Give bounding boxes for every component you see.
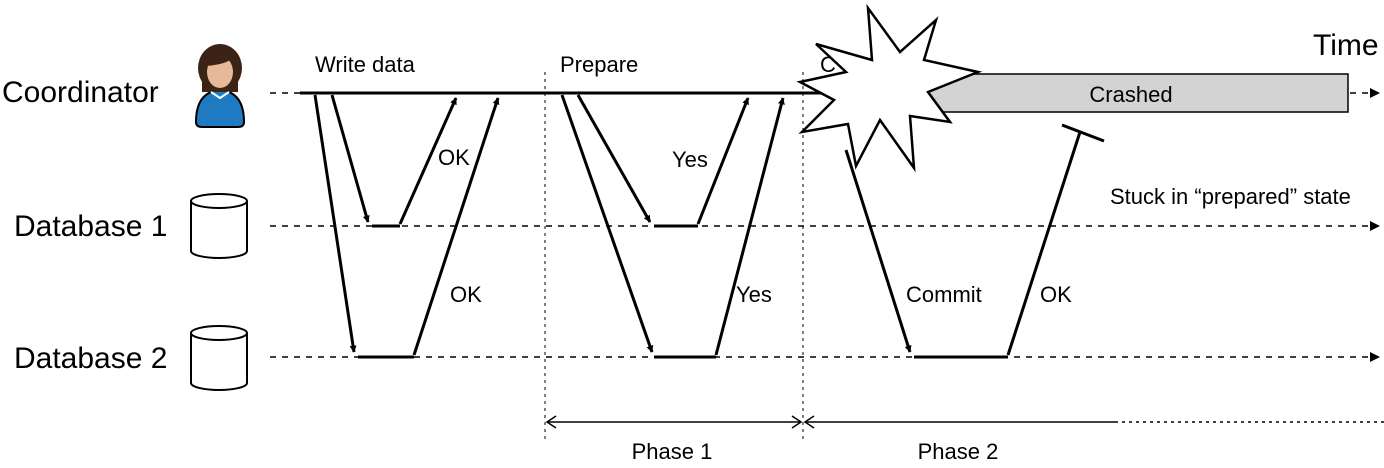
phase1-label: Phase 1 — [632, 439, 713, 464]
explosion-starburst-icon — [796, 3, 983, 173]
ok-from-db2-arrow — [412, 97, 500, 356]
yes-db1-label: Yes — [672, 147, 708, 172]
database2-label: Database 2 — [14, 342, 167, 375]
database-cylinder-icon — [190, 325, 248, 391]
database-cylinder-icon — [190, 193, 248, 259]
prepare-to-db2-arrow — [560, 94, 654, 353]
commit-to-db2-arrow — [844, 149, 912, 353]
ok-db1-label: OK — [438, 145, 470, 170]
write-data-to-db2-arrow — [313, 94, 357, 353]
phase2-label: Phase 2 — [918, 439, 999, 464]
write-data-label: Write data — [315, 52, 416, 77]
commit-label: Commit — [906, 282, 982, 307]
yes-db2-label: Yes — [736, 282, 772, 307]
database1-timeline — [270, 221, 1380, 231]
write-data-to-db1-arrow — [330, 94, 370, 223]
database2-timeline — [270, 352, 1380, 362]
person-icon — [194, 44, 246, 128]
ok-commit-label: OK — [1040, 282, 1072, 307]
ok-db2-label: OK — [450, 282, 482, 307]
database1-label: Database 1 — [14, 210, 167, 243]
ok-commit-lost-cross — [1061, 123, 1105, 143]
phase2-bracket — [803, 415, 1384, 429]
crashed-label: Crashed — [1089, 82, 1172, 107]
stuck-label: Stuck in “prepared” state — [1110, 184, 1351, 209]
phase1-bracket — [545, 415, 803, 429]
ok-from-db1-arrow — [398, 97, 458, 225]
coordinator-label: Coordinator — [2, 76, 159, 109]
ok-commit-lost-line — [1006, 131, 1082, 356]
crashed-bar — [917, 73, 1349, 113]
prepare-label: Prepare — [560, 52, 638, 77]
time-label: Time — [1313, 29, 1379, 62]
prepare-to-db1-arrow — [576, 94, 652, 223]
yes-from-db2-arrow — [714, 97, 785, 356]
coordinator-timeline — [270, 88, 1380, 98]
yes-from-db1-arrow — [696, 97, 750, 225]
